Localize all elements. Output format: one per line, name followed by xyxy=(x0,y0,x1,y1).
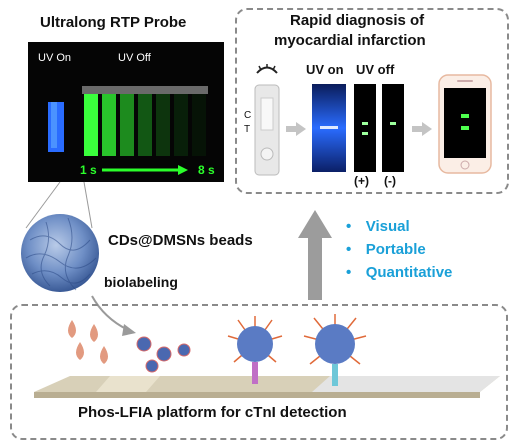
platform-panel xyxy=(10,304,508,440)
uv-off-positive-strip xyxy=(354,84,376,172)
strip-c-label: C xyxy=(244,110,252,121)
platform-label: Phos-LFIA platform for cTnI detection xyxy=(78,404,347,421)
smartphone-icon xyxy=(438,74,492,174)
positive-label: (+) xyxy=(354,174,369,188)
arrow-right-icon xyxy=(286,122,306,136)
cds-dmsns-bead xyxy=(21,214,99,292)
feature-portable: Portable xyxy=(365,241,426,258)
negative-label: (-) xyxy=(384,174,396,188)
rtp-probe-title: Ultralong RTP Probe xyxy=(40,14,187,31)
biolabeling-label: biolabeling xyxy=(104,274,178,290)
feature-visual: Visual xyxy=(365,218,410,235)
features-list: • Visual • Portable • Quantitative xyxy=(346,218,452,284)
beads-label: CDs@DMSNs beads xyxy=(108,232,253,249)
strip-t-label: T xyxy=(244,124,251,135)
uv-off-negative-strip xyxy=(382,84,404,172)
time-end-label: 8 s xyxy=(198,163,215,177)
diagnosis-panel xyxy=(235,8,509,194)
diag-uv-on-label: UV on xyxy=(306,62,344,77)
diagnosis-title-line2: myocardial infarction xyxy=(274,32,426,49)
uv-on-label: UV On xyxy=(38,52,72,64)
feature-quantitative: Quantitative xyxy=(365,264,453,281)
sample-droplets-icon xyxy=(68,320,108,364)
conjugate-particles xyxy=(136,336,191,373)
diag-uv-off-label: UV off xyxy=(356,62,395,77)
eye-icon xyxy=(256,64,278,74)
arrow-right-icon-2 xyxy=(412,122,432,136)
feature-item-portable: • Portable xyxy=(346,241,452,261)
bullet-icon: • xyxy=(346,264,352,281)
test-strip-cassette xyxy=(254,84,280,176)
captured-bead-1 xyxy=(227,316,283,384)
feature-item-quantitative: • Quantitative xyxy=(346,264,452,284)
diagnosis-title-line1: Rapid diagnosis of xyxy=(290,12,425,29)
uv-off-label: UV Off xyxy=(118,52,151,64)
feature-item-visual: • Visual xyxy=(346,218,452,238)
time-start-label: 1 s xyxy=(80,163,97,177)
rtp-probe-photo xyxy=(28,42,224,182)
uv-on-strip xyxy=(312,84,346,172)
up-arrow-icon xyxy=(298,210,332,300)
bullet-icon: • xyxy=(346,241,352,258)
bullet-icon: • xyxy=(346,218,352,235)
captured-bead-2 xyxy=(303,314,367,386)
